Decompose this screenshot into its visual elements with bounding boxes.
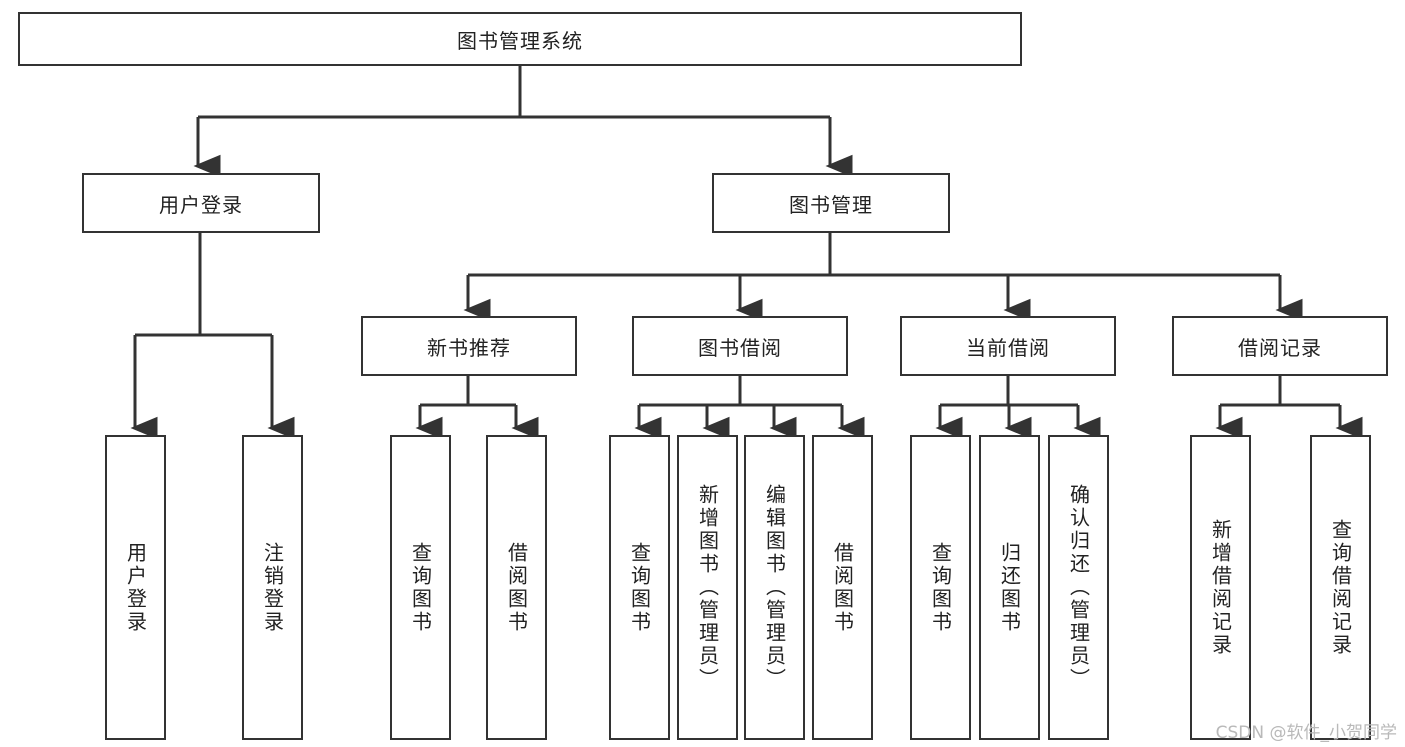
leaf-label: 借阅图书: [830, 541, 855, 634]
node-user-login[interactable]: 用户登录: [82, 173, 320, 233]
leaf-record-add[interactable]: 新增借阅记录: [1190, 435, 1251, 740]
node-current-borrow-label: 当前借阅: [966, 335, 1050, 360]
leaf-label: 归还图书: [997, 541, 1022, 634]
node-user-login-label: 用户登录: [159, 192, 243, 217]
leaf-record-query[interactable]: 查询借阅记录: [1310, 435, 1371, 740]
leaf-label: 确认归还（管理员）: [1066, 484, 1091, 691]
leaf-label: 查询借阅记录: [1328, 518, 1353, 657]
node-borrow-record[interactable]: 借阅记录: [1172, 316, 1388, 376]
leaf-label: 编辑图书（管理员）: [762, 484, 787, 691]
node-book-borrow[interactable]: 图书借阅: [632, 316, 848, 376]
node-book-manage-label: 图书管理: [789, 192, 873, 217]
node-root-label: 图书管理系统: [457, 28, 583, 53]
leaf-new-book-borrow[interactable]: 借阅图书: [486, 435, 547, 740]
leaf-borrow-edit-book[interactable]: 编辑图书（管理员）: [744, 435, 805, 740]
leaf-borrow-borrow-book[interactable]: 借阅图书: [812, 435, 873, 740]
node-root[interactable]: 图书管理系统: [18, 12, 1022, 66]
node-book-borrow-label: 图书借阅: [698, 335, 782, 360]
leaf-label: 新增图书（管理员）: [695, 484, 720, 691]
node-new-book-recommend[interactable]: 新书推荐: [361, 316, 577, 376]
leaf-label: 注销登录: [260, 541, 285, 634]
node-new-book-recommend-label: 新书推荐: [427, 335, 511, 360]
leaf-label: 借阅图书: [504, 541, 529, 634]
leaf-label: 查询图书: [627, 541, 652, 634]
leaf-current-confirm-return[interactable]: 确认归还（管理员）: [1048, 435, 1109, 740]
leaf-user-login-login[interactable]: 用户登录: [105, 435, 166, 740]
node-borrow-record-label: 借阅记录: [1238, 335, 1322, 360]
leaf-label: 查询图书: [408, 541, 433, 634]
leaf-current-query[interactable]: 查询图书: [910, 435, 971, 740]
csdn-watermark: CSDN @软件_小贺同学: [1215, 723, 1397, 743]
node-current-borrow[interactable]: 当前借阅: [900, 316, 1116, 376]
leaf-label: 用户登录: [123, 541, 148, 634]
leaf-borrow-query[interactable]: 查询图书: [609, 435, 670, 740]
leaf-label: 新增借阅记录: [1208, 518, 1233, 657]
leaf-user-login-logout[interactable]: 注销登录: [242, 435, 303, 740]
leaf-label: 查询图书: [928, 541, 953, 634]
leaf-borrow-add-book[interactable]: 新增图书（管理员）: [677, 435, 738, 740]
node-book-manage[interactable]: 图书管理: [712, 173, 950, 233]
leaf-new-book-query[interactable]: 查询图书: [390, 435, 451, 740]
leaf-current-return[interactable]: 归还图书: [979, 435, 1040, 740]
